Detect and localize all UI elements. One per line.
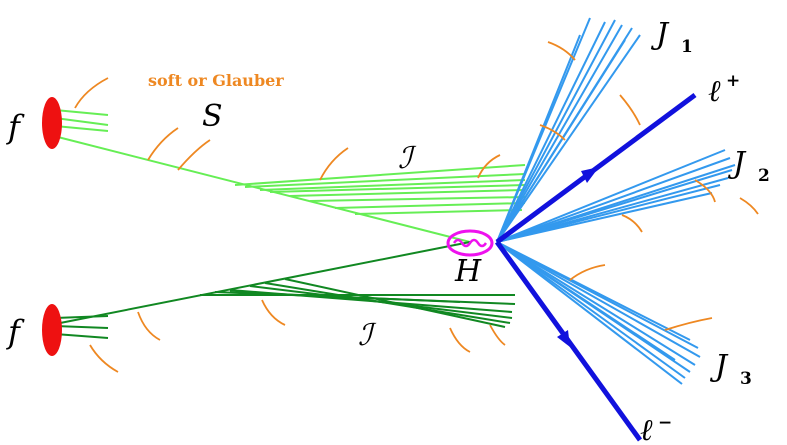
isr-line: [334, 202, 526, 209]
lepton-plus-letter: ℓ: [708, 74, 721, 109]
lepton-minus-superscript: −: [658, 413, 672, 433]
jet-1: [496, 17, 641, 243]
jet2-letter: J: [727, 146, 747, 181]
jet-line: [496, 39, 626, 243]
isr-line: [234, 164, 526, 186]
lepton-plus: [495, 92, 697, 245]
soft-arc: [621, 214, 643, 233]
hard-vertex: [446, 229, 494, 257]
soft-S-label: S: [202, 99, 223, 134]
parton-f-bottom-label: f: [6, 313, 25, 351]
isr-line: [309, 196, 526, 202]
soft-arc: [739, 197, 759, 215]
jet2-subscript: 2: [758, 166, 770, 186]
lepton-minus-arrow: [557, 330, 570, 347]
parton-f-top-label: f: [6, 108, 25, 146]
soft-arc: [694, 179, 716, 203]
jet-line: [496, 241, 701, 358]
jet1-label: J 1: [650, 17, 693, 57]
isr-I-top-label: ℐ: [398, 141, 417, 176]
jet1-letter: J: [650, 17, 670, 52]
soft-arc: [74, 77, 109, 109]
jet-line: [496, 34, 641, 243]
isr-line: [264, 282, 511, 324]
lepton-plus-arrow: [581, 167, 599, 183]
hard-vertex-ring: [446, 229, 494, 257]
soft-arc: [449, 327, 471, 353]
jet-line: [496, 34, 581, 243]
soft-arc: [569, 264, 606, 281]
soft-arc: [477, 154, 501, 179]
top-incoming-line: [49, 134, 471, 243]
soft-arc: [177, 139, 211, 171]
jet-line: [496, 169, 733, 243]
soft-arc: [547, 41, 576, 61]
isr-line: [269, 184, 526, 193]
jet3-label: J 3: [709, 349, 752, 389]
soft-glauber-label: soft or Glauber: [148, 71, 284, 90]
soft-arc: [539, 124, 566, 141]
jet-3: [496, 241, 701, 385]
lepton-minus-label: ℓ −: [640, 413, 672, 445]
jet-line: [496, 19, 616, 243]
soft-arc: [319, 147, 349, 181]
jet-line: [496, 157, 731, 243]
soft-arc: [664, 317, 713, 331]
isr-line: [354, 209, 523, 215]
soft-arc: [147, 127, 179, 161]
jet3-letter: J: [709, 349, 729, 384]
soft-radiation: [74, 41, 759, 373]
jet-line: [496, 24, 623, 243]
remnant-line: [54, 117, 109, 126]
jet-line: [496, 192, 713, 243]
isr-I-bottom-label: ℐ: [358, 318, 377, 353]
jet-2: [496, 149, 736, 243]
remnant-line: [54, 325, 109, 329]
lepton-plus-superscript: +: [726, 71, 740, 91]
jet-line: [496, 184, 721, 243]
jet3-subscript: 3: [740, 369, 752, 389]
hard-vertex-wave: [452, 238, 488, 248]
top-beam: [49, 109, 526, 243]
jet-line: [496, 241, 696, 366]
jet-line: [496, 241, 683, 385]
isr-line: [284, 278, 506, 328]
remnant-line: [54, 315, 109, 319]
soft-arc: [89, 344, 119, 373]
isr-line: [259, 179, 526, 191]
lepton-minus: [494, 240, 643, 442]
jet-line: [496, 149, 726, 243]
jet-line: [496, 21, 606, 243]
remnant-line: [54, 125, 109, 132]
soft-arc: [261, 299, 286, 326]
remnant-line: [54, 109, 109, 116]
isr-line: [229, 291, 461, 303]
soft-arc: [137, 311, 161, 341]
jet2-label: J 2: [727, 146, 770, 186]
lepton-minus-letter: ℓ: [640, 413, 653, 445]
hard-H-label: H: [454, 254, 482, 289]
lepton-plus-label: ℓ +: [708, 71, 740, 109]
soft-arc: [489, 324, 506, 346]
soft-arc: [619, 94, 641, 126]
bottom-beam: [49, 241, 516, 339]
jet-line: [496, 241, 676, 361]
isr-line: [289, 189, 526, 197]
proton-bottom: [42, 304, 62, 356]
jet1-subscript: 1: [681, 37, 693, 57]
remnant-line: [54, 333, 109, 339]
proton-top: [42, 97, 62, 149]
bottom-incoming-line: [49, 241, 471, 326]
jet-line: [496, 241, 699, 349]
jet-line: [496, 241, 686, 379]
